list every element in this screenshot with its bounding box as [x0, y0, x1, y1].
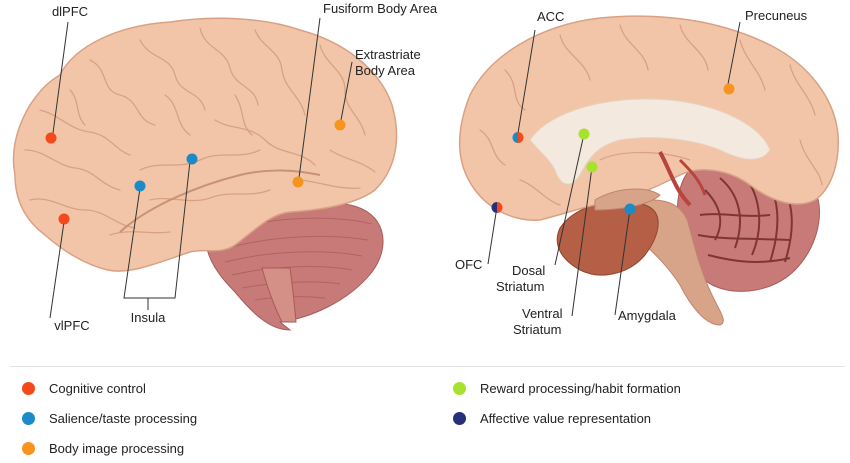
- lateral-brainstem: [261, 267, 297, 323]
- extrastriate-label-line-2: Body Area: [355, 63, 416, 78]
- legend-label: Reward processing/habit formation: [480, 380, 681, 396]
- fusiform-label: Fusiform Body Area: [323, 1, 438, 16]
- dosal-label-line-2: Striatum: [496, 279, 544, 294]
- precuneus-marker: [723, 83, 735, 95]
- lateral-cerebrum: [12, 17, 398, 272]
- legend-swatch: [453, 411, 466, 425]
- legend-swatch: [22, 381, 35, 395]
- fusiform-marker: [292, 176, 304, 188]
- ventral-striatum-marker: [586, 161, 598, 173]
- dosal-label-line-1: Dosal: [512, 263, 545, 278]
- insula-marker-2: [186, 153, 198, 165]
- legend-swatch: [453, 381, 466, 395]
- amygdala-marker: [624, 203, 636, 215]
- corpus-callosum: [529, 98, 771, 185]
- amygdala-label: Amygdala: [618, 308, 677, 323]
- ventral-label-line-1: Ventral: [522, 306, 563, 321]
- ventral-label-line-2: Striatum: [513, 322, 561, 337]
- legend-label: Salience/taste processing: [49, 410, 198, 426]
- legend-divider: [10, 366, 845, 367]
- vlpfc-label: vlPFC: [54, 318, 89, 333]
- acc-label: ACC: [537, 9, 564, 24]
- legend-item-cognitive-control: Cognitive control: [22, 378, 146, 398]
- legend-item-salience-taste: Salience/taste processing: [22, 408, 197, 428]
- extrastriate-label-line-1: Extrastriate: [355, 47, 421, 62]
- dlpfc-marker: [45, 132, 57, 144]
- precuneus-label: Precuneus: [745, 8, 808, 23]
- ofc-label: OFC: [455, 257, 482, 272]
- ofc-marker: [491, 202, 503, 213]
- legend-swatch: [22, 411, 35, 425]
- dlpfc-label: dlPFC: [52, 4, 88, 19]
- legend-item-reward-processing: Reward processing/habit formation: [453, 378, 681, 398]
- lateral-brain-view: dlPFC vlPFC Insula Fusiform Body Area Ex…: [12, 1, 438, 333]
- vlpfc-marker: [58, 213, 70, 225]
- medial-brain-view: ACC Precuneus OFC Dosal Striatum Ventral…: [455, 8, 839, 337]
- legend-item-body-image: Body image processing: [22, 438, 184, 458]
- legend-swatch: [22, 441, 35, 455]
- insula-marker-1: [134, 180, 146, 192]
- legend-label: Body image processing: [49, 440, 185, 456]
- insula-label: Insula: [131, 310, 166, 325]
- medial-temporal-lobe: [556, 200, 659, 276]
- legend-item-affective-value: Affective value representation: [453, 408, 651, 428]
- legend-label: Cognitive control: [49, 380, 146, 396]
- legend-label: Affective value representation: [480, 410, 652, 426]
- dosal-striatum-marker: [578, 128, 590, 140]
- acc-marker: [512, 132, 524, 143]
- extrastriate-marker: [334, 119, 346, 131]
